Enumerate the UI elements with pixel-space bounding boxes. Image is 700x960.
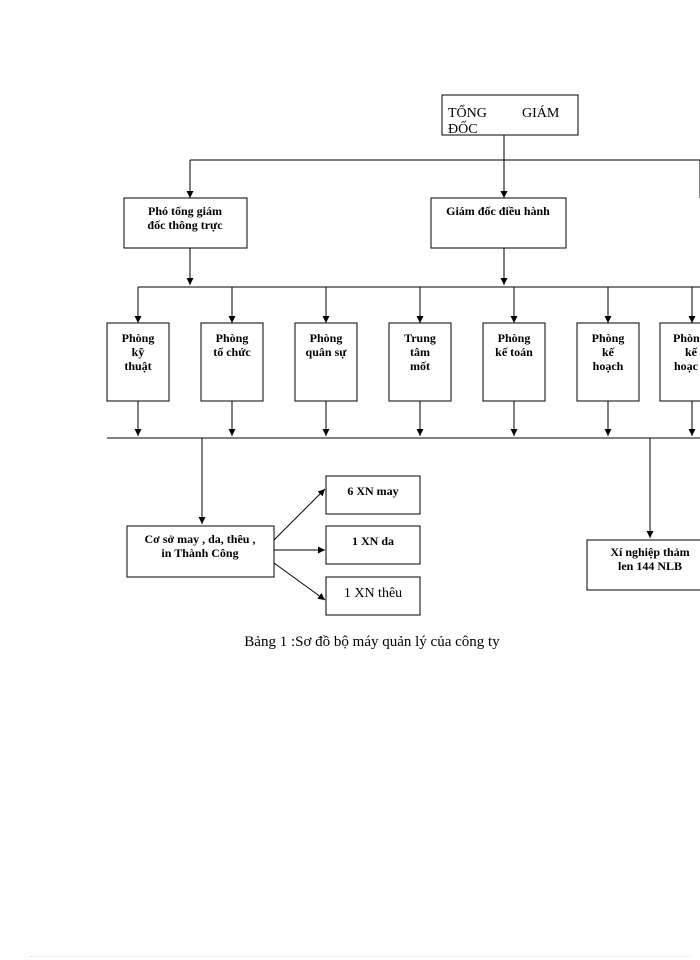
department-4-line-3: mốt (410, 359, 430, 373)
department-4-line-2: tâm (410, 345, 430, 359)
factory-line-1: Xí nghiệp thảm (610, 545, 689, 559)
department-6-line-3: hoạch (593, 359, 624, 373)
department-6-line-2: kế (602, 345, 615, 359)
deputy-director-line-2: đốc thông trực (147, 218, 223, 232)
unit-box-embroidery: 1 XN thêu (325, 576, 421, 616)
department-5-line-2: kế toán (495, 345, 533, 359)
unit-embroidery-label: 1 XN thêu (344, 586, 402, 601)
department-7-line-1: Phòn (673, 331, 700, 345)
department-3-line-2: quân sự (306, 345, 348, 359)
department-1-line-2: kỹ (132, 345, 145, 359)
facility-line-1: Cơ sở may , da, thêu , (145, 532, 256, 546)
general-director-box: TỔNG GIÁM ĐỐC (441, 94, 579, 137)
department-5-line-1: Phòng (498, 331, 531, 345)
department-7-line-3: hoạc (674, 359, 699, 373)
department-box-4: Trung tâm mốt (388, 322, 452, 402)
executive-director-label: Giám đốc điều hành (446, 204, 550, 218)
general-director-word-2: GIÁM (522, 104, 560, 121)
thanh-cong-facility-box: Cơ sở may , da, thêu , in Thành Công (126, 525, 275, 578)
department-1-line-1: Phòng (122, 331, 155, 345)
department-box-1: Phòng kỹ thuật (106, 322, 170, 402)
deputy-director-box: Phó tổng giám đốc thông trực (123, 197, 248, 249)
unit-box-leather: 1 XN da (325, 525, 421, 565)
department-box-7: Phòn kế hoạc (659, 322, 700, 402)
connector-lines (107, 135, 700, 601)
department-box-3: Phòng quân sự (294, 322, 358, 402)
executive-director-box: Giám đốc điều hành (430, 197, 567, 249)
department-4-line-1: Trung (404, 331, 436, 345)
department-box-5: Phòng kế toán (482, 322, 546, 402)
department-2-line-1: Phòng (216, 331, 249, 345)
unit-leather-label: 1 XN da (352, 534, 394, 548)
deputy-director-line-1: Phó tổng giám (148, 204, 222, 218)
unit-garment-label: 6 XN may (347, 484, 398, 498)
department-6-line-1: Phòng (592, 331, 625, 345)
facility-line-2: in Thành Công (161, 546, 238, 560)
department-2-line-2: tổ chức (213, 345, 251, 359)
department-1-line-3: thuật (124, 359, 151, 373)
page-bottom-rule (30, 956, 690, 957)
carpet-factory-box: Xí nghiệp thảm len 144 NLB (586, 539, 700, 591)
general-director-word-3: ĐỐC (448, 119, 478, 137)
department-3-line-1: Phòng (310, 331, 343, 345)
department-7-line-2: kế (685, 345, 698, 359)
general-director-word-1: TỔNG (448, 103, 487, 121)
factory-line-2: len 144 NLB (618, 559, 682, 573)
department-box-2: Phòng tổ chức (200, 322, 264, 402)
figure-caption: Bảng 1 :Sơ đồ bộ máy quản lý của công ty (244, 634, 500, 650)
unit-box-garment: 6 XN may (325, 475, 421, 515)
department-box-6: Phòng kế hoạch (576, 322, 640, 402)
